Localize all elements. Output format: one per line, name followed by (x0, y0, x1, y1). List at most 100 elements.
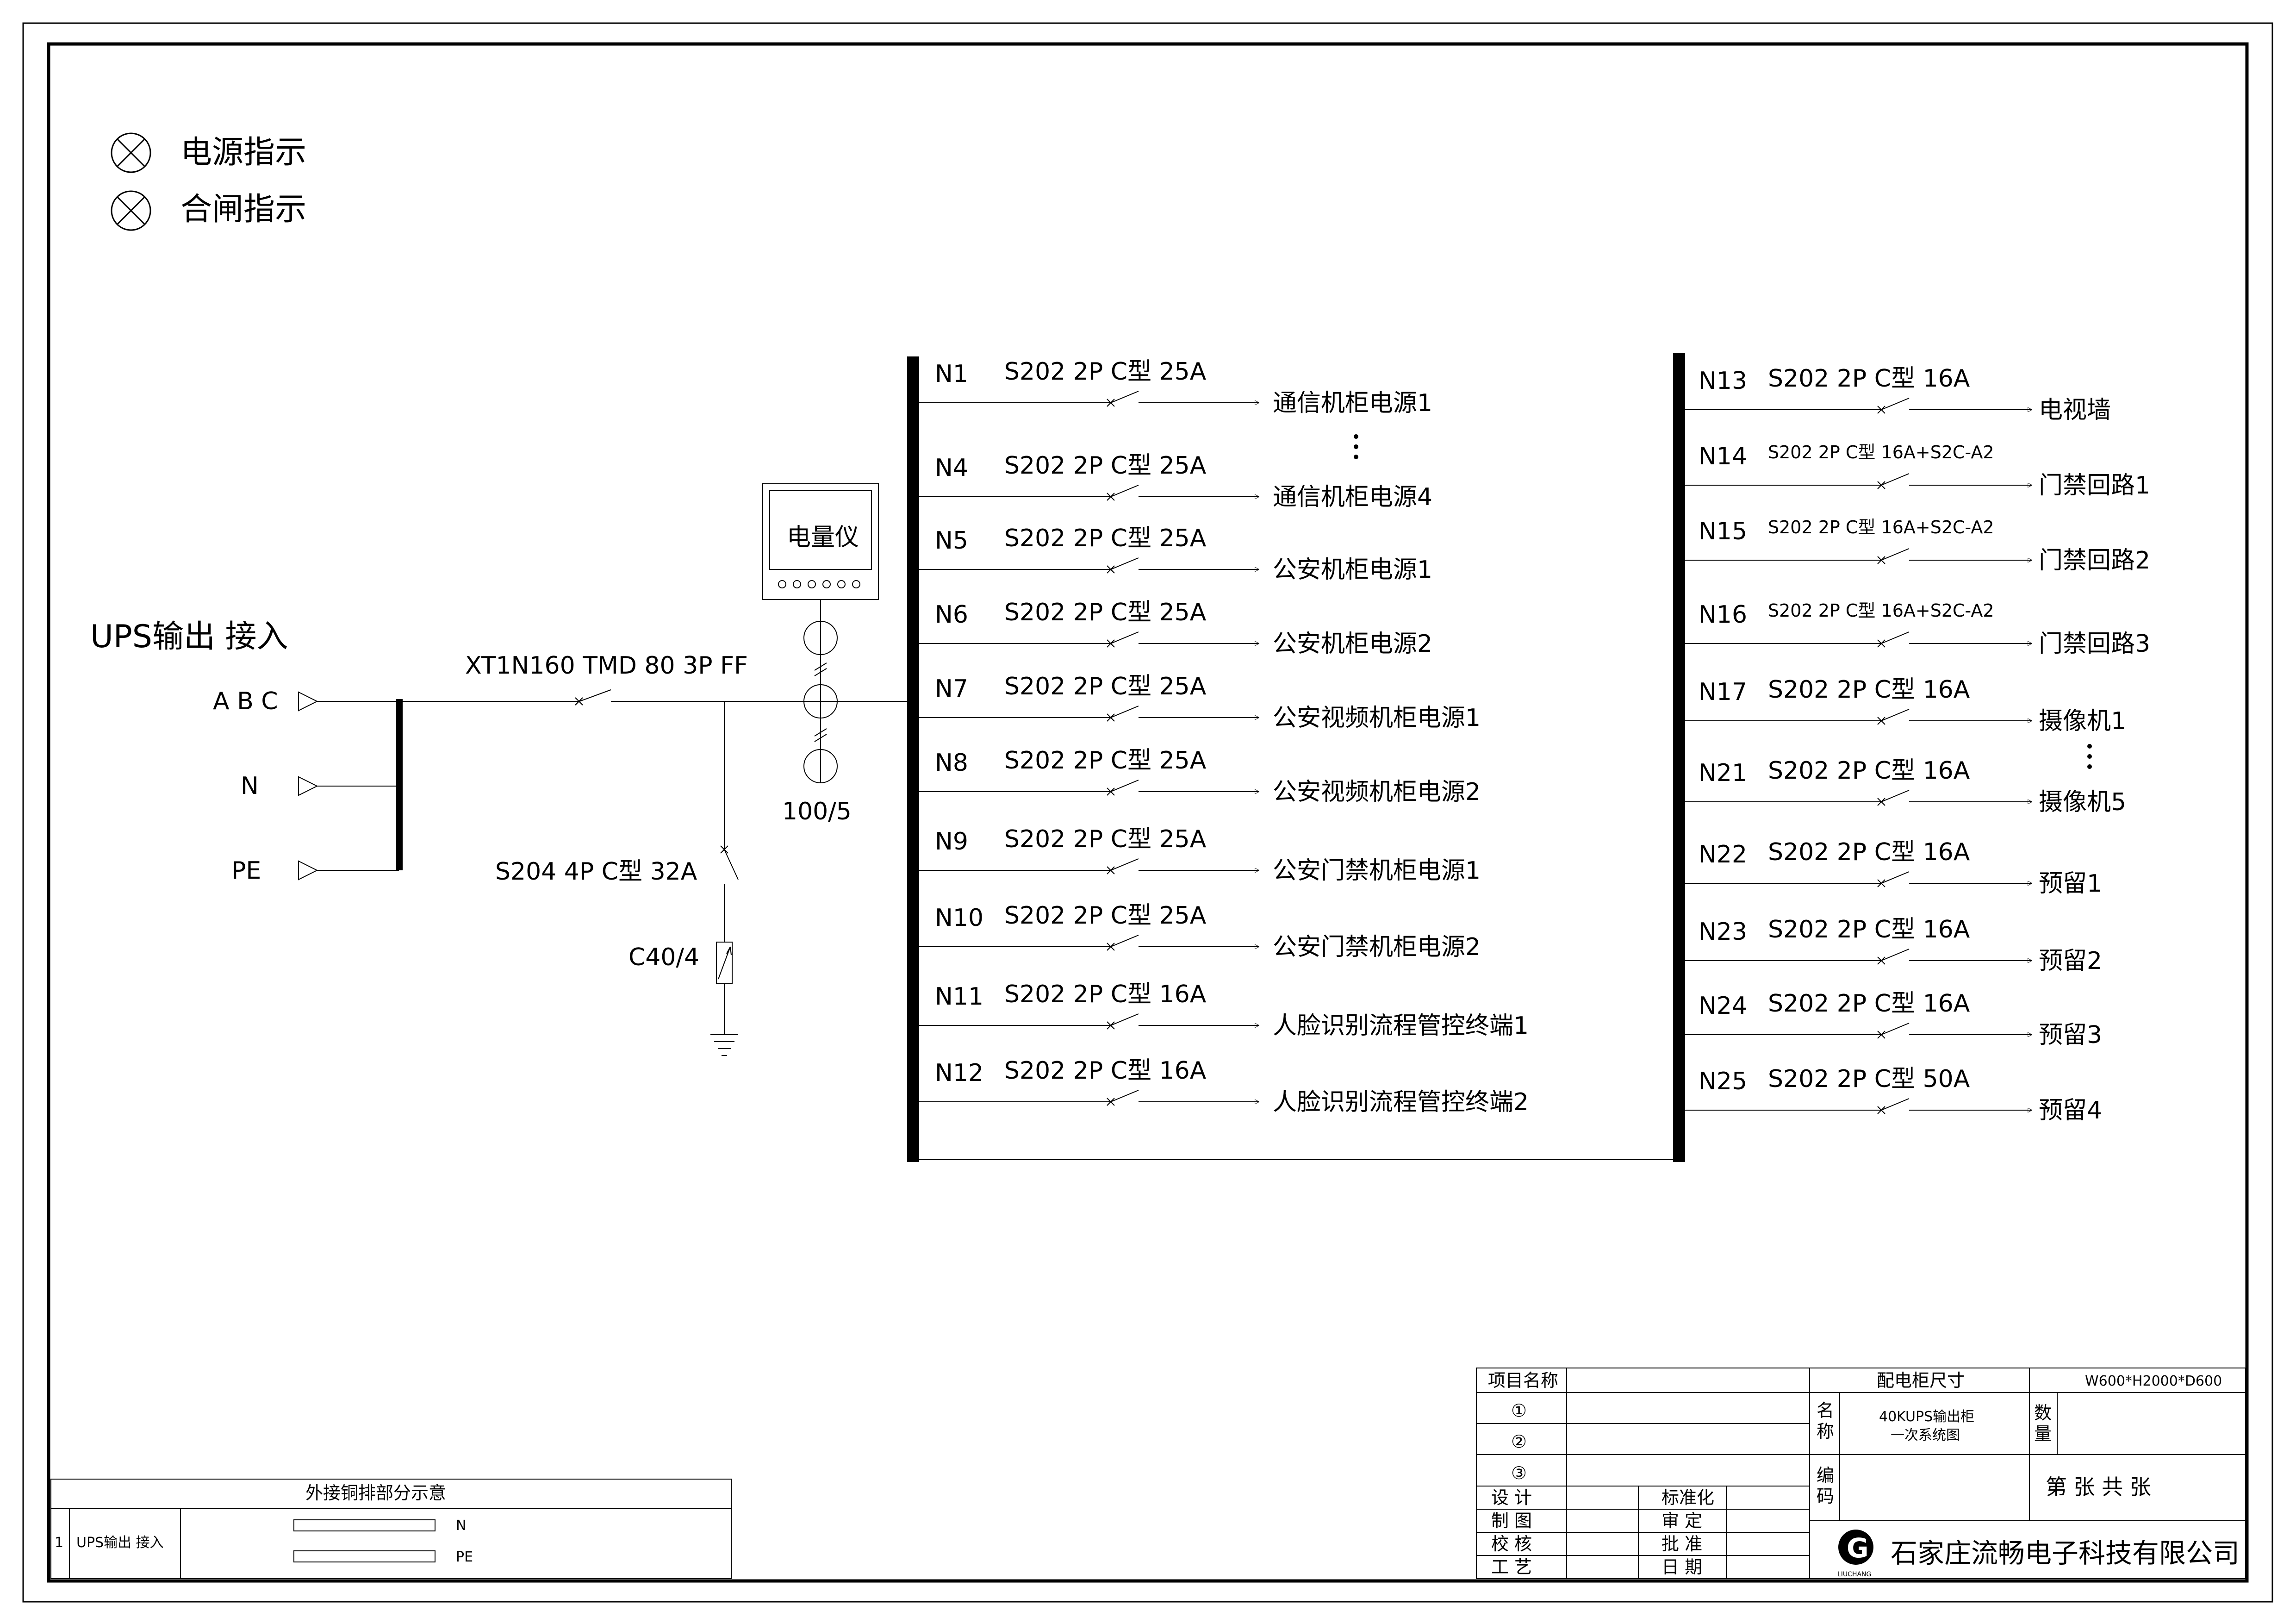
tb-role-process: 工 艺 (1491, 1557, 1532, 1577)
tb-role-date: 日 期 (1661, 1557, 1702, 1577)
title-block: 项目名称 ① ② ③ 配电柜尺寸 W600*H2000*D600 名 称 40K… (1476, 1368, 2246, 1579)
left-busbar (907, 356, 919, 1162)
main-breaker-icon (575, 689, 611, 706)
load-label: 门禁回路2 (2039, 547, 2150, 575)
breaker-label: S202 2P C型 16A (1768, 757, 1970, 785)
feeder-id: N21 (1699, 759, 1747, 787)
tb-sheet: 第 张 共 张 (2046, 1474, 2151, 1499)
breaker-icon (1107, 391, 1139, 407)
tb-size-label: 配电柜尺寸 (1877, 1370, 1965, 1391)
feeder-n22: N22 S202 2P C型 16A 预留1 (1685, 838, 2102, 898)
tb-role-designer: 设 计 (1491, 1487, 1532, 1508)
load-label: 摄像机5 (2039, 788, 2126, 816)
busbar-pe (293, 1550, 436, 1562)
input-title: UPS输出 接入 (90, 618, 288, 655)
load-label: 门禁回路1 (2039, 472, 2150, 500)
breaker-label: S202 2P C型 50A (1768, 1065, 1970, 1093)
left-continuation-dots (1354, 434, 1358, 459)
breaker-label: S202 2P C型 25A (1004, 673, 1207, 700)
breaker-icon (1107, 1090, 1139, 1106)
load-label: 预留3 (2039, 1021, 2102, 1049)
tb-name-label-2: 称 (1817, 1421, 1834, 1442)
surge-arrester-icon (716, 942, 733, 984)
breaker-icon (1877, 398, 1910, 414)
breaker-icon (1877, 871, 1910, 887)
tb-size-value: W600*H2000*D600 (2085, 1373, 2222, 1389)
breaker-icon (1107, 706, 1139, 722)
tb-name-value-2: 一次系统图 (1891, 1427, 1960, 1443)
breaker-icon (1107, 935, 1139, 951)
breaker-icon (1877, 790, 1910, 806)
breaker-label: S202 2P C型 16A+S2C-A2 (1768, 442, 1994, 462)
tb-qty-label-2: 量 (2034, 1424, 2052, 1444)
breaker-label: S202 2P C型 16A (1768, 990, 1970, 1018)
breaker-icon (1107, 858, 1139, 874)
busbar-n (293, 1519, 436, 1531)
ct-ratio-label: 100/5 (782, 798, 852, 825)
svg-text:G: G (1847, 1532, 1869, 1564)
breaker-icon (1877, 709, 1910, 725)
feeder-id: N12 (935, 1059, 983, 1087)
breaker-label: S202 2P C型 16A (1768, 916, 1970, 943)
energy-meter: 电量仪 (762, 483, 879, 600)
feeder-id: N25 (1699, 1068, 1747, 1095)
busbar-table-title: 外接铜排部分示意 (305, 1483, 446, 1503)
feeder-id: N14 (1699, 443, 1747, 470)
incoming-section: UPS输出 接入 A B C N PE XT1N160 TMD 80 3P FF (90, 483, 914, 1056)
tb-code-label-1: 编 (1817, 1465, 1834, 1486)
breaker-icon (1877, 1098, 1910, 1114)
phase-abc-label: A B C (213, 687, 278, 715)
tb-code-label-2: 码 (1817, 1486, 1834, 1506)
busbar-table-row-no: 1 (55, 1535, 63, 1551)
breaker-icon (1877, 548, 1910, 564)
breaker-icon (1107, 557, 1139, 574)
breaker-label: S202 2P C型 25A (1004, 525, 1207, 552)
breaker-label: S202 2P C型 16A (1004, 981, 1207, 1008)
feeder-id: N16 (1699, 601, 1747, 629)
tb-mark-2: ② (1511, 1431, 1527, 1452)
indicator-lamp-icon (111, 190, 151, 231)
busbar-pe-label: PE (456, 1549, 473, 1565)
breaker-label: S202 2P C型 25A (1004, 599, 1207, 626)
feeder-id: N6 (935, 601, 968, 629)
breaker-label: S202 2P C型 25A (1004, 747, 1207, 775)
right-continuation-dots (2087, 744, 2092, 769)
breaker-label: S202 2P C型 16A+S2C-A2 (1768, 600, 1994, 621)
feeder-id: N22 (1699, 841, 1747, 868)
breaker-icon (1877, 631, 1910, 648)
tb-name-label-1: 名 (1817, 1400, 1834, 1421)
load-label: 预留4 (2039, 1097, 2102, 1124)
tb-qty-label-1: 数 (2034, 1403, 2052, 1423)
breaker-icon (1107, 485, 1139, 501)
feeder-id: N23 (1699, 918, 1747, 946)
breaker-label: S202 2P C型 16A (1004, 1057, 1207, 1085)
ground-icon (710, 1034, 738, 1056)
right-busbar (1673, 353, 1685, 1162)
load-label: 预留1 (2039, 870, 2102, 898)
feeder-n25: N25 S202 2P C型 50A 预留4 (1685, 1065, 2102, 1124)
company-logo: G LIUCHANG (1837, 1530, 1873, 1578)
spd-label: C40/4 (628, 943, 699, 971)
legend: 电源指示 合闸指示 (111, 132, 306, 231)
breaker-icon (1107, 1013, 1139, 1030)
breaker-icon (1877, 949, 1910, 965)
feeder-id: N1 (935, 360, 968, 388)
feeder-n21: N21 S202 2P C型 16A 摄像机5 (1685, 757, 2126, 816)
feeder-id: N15 (1699, 518, 1747, 545)
feeder-id: N10 (935, 904, 983, 932)
tb-role-standard: 标准化 (1661, 1487, 1714, 1508)
breaker-label: S202 2P C型 16A (1768, 838, 1970, 866)
terminal-pe-icon (298, 860, 318, 881)
breaker-icon (1877, 1023, 1910, 1039)
meter-label: 电量仪 (787, 524, 859, 551)
